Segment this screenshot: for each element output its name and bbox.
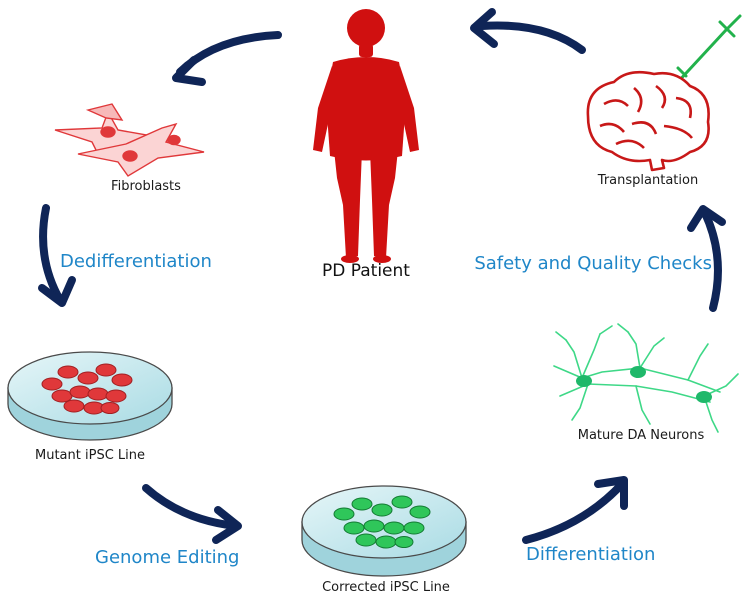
neuron-cell-bodies — [576, 366, 712, 403]
neurons-label: Mature DA Neurons — [578, 428, 705, 443]
brain-icon — [586, 70, 710, 172]
corrected-cell-cluster — [333, 495, 431, 549]
arrow-fibroblasts-to-mutant-ipsc — [38, 204, 76, 307]
arrow-transplantation-to-patient — [470, 8, 586, 54]
transplantation-label: Transplantation — [597, 173, 698, 188]
step-genome-editing: Genome Editing — [95, 547, 239, 568]
patient-silhouette — [313, 9, 419, 263]
step-dedifferentiation: Dedifferentiation — [60, 251, 212, 272]
corrected-ipsc-dish — [301, 485, 467, 577]
fibroblasts-label: Fibroblasts — [111, 179, 181, 194]
step-differentiation: Differentiation — [526, 544, 655, 565]
arrow-neurons-to-transplantation — [687, 205, 726, 312]
mutant-ipsc-dish — [7, 351, 173, 441]
neurons-illustration — [553, 323, 739, 433]
mutant-cell-cluster — [41, 363, 133, 415]
arrow-patient-to-fibroblasts — [172, 31, 282, 86]
patient-label: PD Patient — [322, 261, 410, 281]
step-safety-checks: Safety and Quality Checks — [474, 253, 712, 274]
mutant-ipsc-label: Mutant iPSC Line — [35, 448, 145, 463]
fibroblasts-illustration — [54, 103, 205, 177]
arrow-corrected-to-neurons — [522, 476, 628, 544]
cycle-arrows — [38, 8, 726, 544]
syringe-icon — [674, 14, 742, 86]
arrow-mutant-to-corrected-ipsc — [142, 484, 242, 544]
corrected-ipsc-label: Corrected iPSC Line — [322, 580, 450, 595]
